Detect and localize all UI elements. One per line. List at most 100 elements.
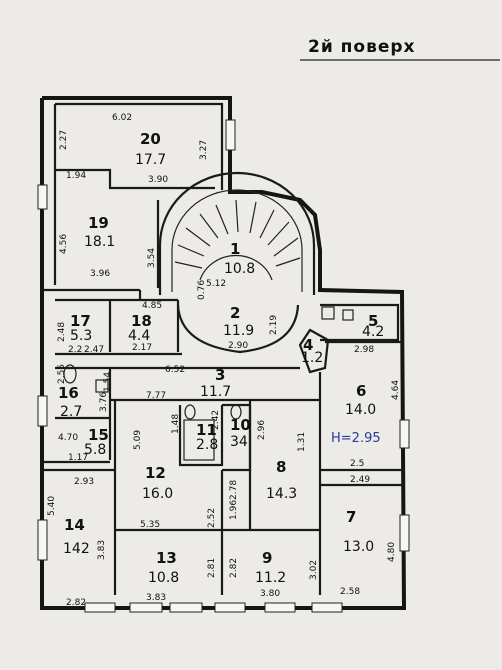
room-1: 110.8 — [224, 240, 255, 277]
svg-text:4: 4 — [303, 336, 313, 354]
room-4-wall — [298, 328, 330, 374]
svg-text:18.1: 18.1 — [84, 234, 115, 250]
svg-text:2.55: 2.55 — [57, 364, 67, 384]
svg-text:9: 9 — [262, 549, 272, 567]
dimension-labels: 6.02 1.94 3.90 3.96 5.12 4.85 2.2 2.47 2… — [58, 113, 374, 608]
svg-text:15: 15 — [88, 426, 109, 444]
room-12: 12 16.0 — [142, 464, 173, 502]
svg-text:10.8: 10.8 — [148, 570, 179, 586]
room-18: 184.4 — [128, 312, 152, 344]
room-4: 41.2 — [301, 336, 323, 366]
fixtures — [63, 306, 354, 461]
svg-text:1.54: 1.54 — [103, 372, 113, 392]
svg-text:2.90: 2.90 — [228, 341, 248, 351]
svg-text:2.2: 2.2 — [68, 345, 82, 355]
stair-treads — [174, 199, 301, 269]
svg-text:2.19: 2.19 — [269, 315, 279, 335]
windows — [37, 119, 410, 613]
svg-text:7.77: 7.77 — [146, 391, 166, 401]
svg-text:3.27: 3.27 — [199, 140, 209, 160]
ceiling-height-note: H=2.95 — [331, 431, 381, 446]
svg-text:3.83: 3.83 — [97, 540, 107, 560]
room-11-wall — [178, 405, 224, 467]
svg-text:1.96: 1.96 — [229, 500, 239, 520]
svg-text:1.31: 1.31 — [297, 432, 307, 452]
svg-text:3.54: 3.54 — [147, 248, 157, 268]
svg-text:5.3: 5.3 — [70, 328, 92, 344]
svg-text:2.49: 2.49 — [350, 475, 370, 485]
svg-text:2.48: 2.48 — [57, 322, 67, 342]
svg-text:2.98: 2.98 — [354, 345, 374, 355]
svg-text:17.7: 17.7 — [135, 152, 166, 168]
svg-text:11.7: 11.7 — [200, 384, 231, 400]
room-20-wall — [55, 102, 224, 190]
svg-text:4.64: 4.64 — [391, 380, 401, 400]
svg-text:142: 142 — [63, 541, 90, 557]
svg-text:14.0: 14.0 — [345, 402, 376, 418]
svg-text:12: 12 — [145, 464, 166, 482]
svg-text:2.58: 2.58 — [340, 587, 360, 597]
svg-text:2: 2 — [230, 304, 240, 322]
svg-text:2.52: 2.52 — [207, 508, 217, 528]
svg-text:2.81: 2.81 — [207, 558, 217, 578]
svg-text:14: 14 — [64, 516, 85, 534]
svg-text:3.80: 3.80 — [260, 589, 280, 599]
svg-text:2.82: 2.82 — [66, 598, 86, 608]
room-17: 175.3 — [70, 312, 92, 344]
svg-text:4.80: 4.80 — [387, 542, 397, 562]
svg-text:5.35: 5.35 — [140, 520, 160, 530]
svg-text:4.70: 4.70 — [58, 433, 78, 443]
svg-text:6.52: 6.52 — [165, 365, 185, 375]
svg-text:3.83: 3.83 — [146, 593, 166, 603]
room-16: 162.7 — [58, 384, 82, 420]
svg-text:10.8: 10.8 — [224, 261, 255, 277]
room-5-wall — [320, 303, 400, 342]
svg-text:2.42: 2.42 — [211, 410, 221, 430]
floor-title: 2й поверх — [308, 37, 416, 57]
svg-text:11.9: 11.9 — [223, 323, 254, 339]
svg-text:10: 10 — [230, 416, 251, 434]
stair-hall-wall — [158, 171, 316, 295]
svg-text:4.56: 4.56 — [59, 234, 69, 254]
svg-text:1.2: 1.2 — [301, 350, 323, 366]
svg-text:19: 19 — [88, 214, 109, 232]
svg-text:2.5: 2.5 — [350, 459, 364, 469]
svg-text:2.78: 2.78 — [229, 480, 239, 500]
room-2: 211.9 — [223, 304, 254, 339]
svg-text:16.0: 16.0 — [142, 486, 173, 502]
outer-wall — [40, 96, 407, 610]
svg-text:3.02: 3.02 — [309, 560, 319, 580]
room-20: 20 17.7 — [135, 130, 166, 168]
room-20-bottom-wall — [55, 168, 215, 190]
svg-text:6.02: 6.02 — [112, 113, 132, 123]
svg-text:5: 5 — [368, 312, 378, 330]
stair-inner-curve — [199, 255, 273, 281]
room-6: 614.0 — [345, 382, 376, 418]
svg-text:3.90: 3.90 — [148, 175, 168, 185]
svg-text:34: 34 — [230, 434, 248, 450]
svg-text:11.2: 11.2 — [255, 570, 286, 586]
svg-text:4.4: 4.4 — [128, 328, 150, 344]
svg-text:2.7: 2.7 — [60, 404, 82, 420]
room-11: 112.8 — [196, 421, 218, 453]
svg-text:2.8: 2.8 — [196, 437, 218, 453]
svg-text:8: 8 — [276, 458, 286, 476]
svg-text:7: 7 — [346, 508, 356, 526]
room-15: 155.8 — [84, 426, 109, 458]
dimension-labels-vertical: 2.27 3.27 4.56 3.54 0.76 2.19 2.48 2.55 … — [47, 130, 401, 580]
svg-text:2.17: 2.17 — [132, 343, 152, 353]
svg-text:17: 17 — [70, 312, 91, 330]
svg-text:2.47: 2.47 — [84, 345, 104, 355]
room-2-curve — [176, 304, 300, 354]
svg-text:11: 11 — [196, 421, 217, 439]
svg-text:16: 16 — [58, 384, 79, 402]
room-5: 54.2 — [362, 312, 384, 340]
svg-text:20: 20 — [140, 130, 161, 148]
svg-text:0.76: 0.76 — [197, 280, 207, 300]
room-19: 19 18.1 — [84, 214, 115, 250]
svg-text:2.93: 2.93 — [74, 477, 94, 487]
